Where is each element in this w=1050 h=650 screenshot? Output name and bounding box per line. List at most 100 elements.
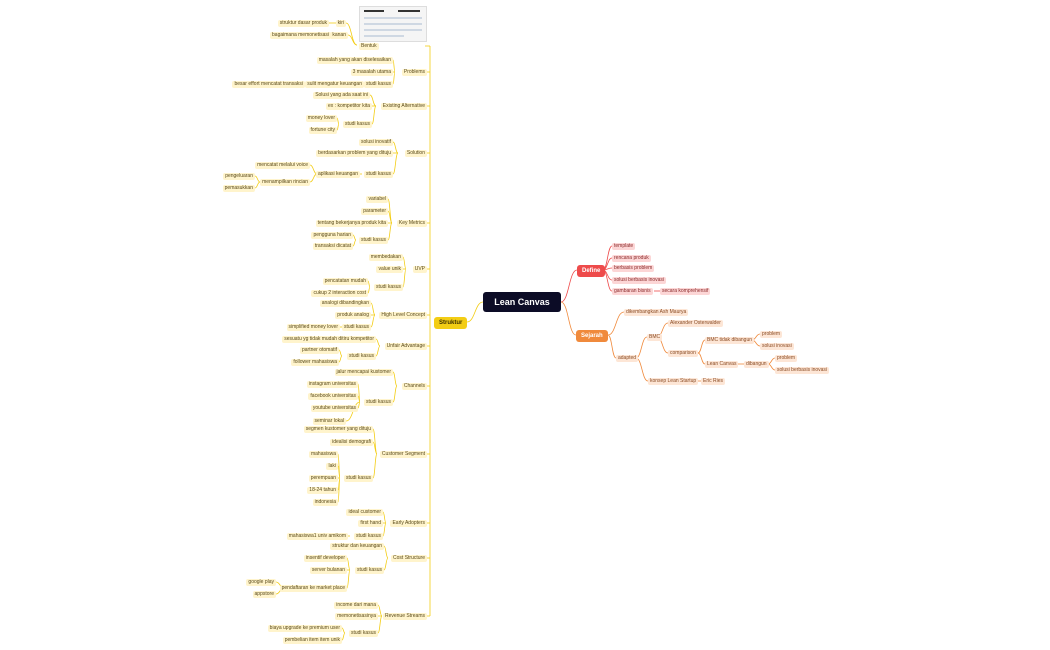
struktur-item[interactable]: pengeluaran: [223, 173, 255, 180]
struktur-item[interactable]: ex : kompetitor kita: [326, 103, 372, 110]
define-item[interactable]: rencana produk: [612, 255, 651, 262]
sejarah-item[interactable]: problem: [760, 331, 783, 338]
struktur-item[interactable]: ideal customer: [346, 509, 383, 516]
struktur-item[interactable]: indonesia: [312, 499, 338, 506]
branch-sejarah[interactable]: Sejarah: [576, 330, 608, 342]
define-item[interactable]: secara komprehensif: [660, 288, 711, 295]
struktur-item[interactable]: solusi inovatif: [358, 139, 393, 146]
struktur-item[interactable]: bagaimana memonetisasi: [270, 32, 331, 39]
struktur-item[interactable]: masalah yang akan diselesaikan: [316, 57, 393, 64]
struktur-item[interactable]: menampilkan rincian: [260, 179, 310, 186]
struktur-item[interactable]: mahasiswa: [308, 451, 338, 458]
struktur-item[interactable]: server bulanan: [309, 567, 347, 574]
struktur-item[interactable]: studi kasus: [358, 237, 388, 244]
struktur-item[interactable]: berdasarkan problem yang dituju: [316, 150, 393, 157]
struktur-item[interactable]: sulit mengatur keuangan: [305, 81, 364, 88]
struktur-item[interactable]: studi kasus: [353, 533, 383, 540]
struktur-item[interactable]: studi kasus: [363, 399, 393, 406]
struktur-item[interactable]: segmen kustomer yang dituju: [303, 426, 373, 433]
struktur-item[interactable]: perempuan: [308, 475, 338, 482]
struktur-item[interactable]: income dari mana: [334, 602, 378, 609]
struktur-item[interactable]: simplified money lover: [286, 324, 340, 331]
sejarah-item[interactable]: Eric Ries: [701, 378, 726, 385]
struktur-item[interactable]: google play: [246, 579, 276, 586]
struktur-item[interactable]: youtube universitas: [310, 405, 358, 412]
struktur-item[interactable]: studi kasus: [363, 171, 393, 178]
struktur-item[interactable]: membedakan: [368, 254, 403, 261]
sejarah-item[interactable]: konsep Lean Startup: [648, 378, 699, 385]
struktur-item[interactable]: pemasukkan: [222, 185, 255, 192]
struktur-item[interactable]: studi kasus: [342, 121, 372, 128]
struktur-item[interactable]: appstore: [252, 591, 276, 598]
struktur-item[interactable]: studi kasus: [341, 324, 371, 331]
define-item[interactable]: solusi berbasis inovasi: [612, 277, 667, 284]
struktur-item[interactable]: seminar lokal: [312, 418, 346, 425]
struktur-item[interactable]: money lover: [305, 115, 337, 122]
category-channels[interactable]: Channels: [401, 383, 427, 390]
category-bentuk[interactable]: Bentuk: [359, 43, 379, 50]
sejarah-item[interactable]: BMC: [647, 334, 663, 341]
struktur-item[interactable]: idealisi demografi: [330, 439, 373, 446]
category-uvp[interactable]: UVP: [412, 266, 427, 273]
sejarah-item[interactable]: BMC tidak dibangun: [705, 337, 755, 344]
category-early[interactable]: Early Adopters: [390, 520, 427, 527]
branch-define[interactable]: Define: [577, 265, 606, 277]
define-item[interactable]: berbasis problem: [612, 265, 655, 272]
sejarah-item[interactable]: problem: [775, 355, 798, 362]
branch-struktur[interactable]: Struktur: [434, 317, 468, 329]
root-node[interactable]: Lean Canvas: [483, 292, 561, 312]
struktur-item[interactable]: insentif developer: [303, 555, 347, 562]
struktur-item[interactable]: mahasiswa1 univ amikom: [286, 533, 348, 540]
struktur-item[interactable]: pengguna harian: [311, 232, 353, 239]
struktur-item[interactable]: mencatat melalui voice: [255, 162, 310, 169]
struktur-item[interactable]: cukup 2 interaction cost: [311, 290, 368, 297]
struktur-item[interactable]: first hand: [358, 520, 383, 527]
category-solution[interactable]: Solution: [404, 150, 427, 157]
sejarah-item[interactable]: solusi berbasis inovasi: [775, 367, 830, 374]
struktur-item[interactable]: produk analog: [335, 312, 371, 319]
struktur-item[interactable]: pendaftaran ke market place: [279, 585, 347, 592]
struktur-item[interactable]: 18-24 tahun: [307, 487, 338, 494]
struktur-item[interactable]: studi kasus: [363, 81, 393, 88]
struktur-item[interactable]: besar effort mencatat transaksi: [232, 81, 305, 88]
struktur-item[interactable]: facebook universitas: [308, 393, 358, 400]
struktur-item[interactable]: aplikasi keuangan: [315, 171, 360, 178]
struktur-item[interactable]: 3 masalah utama: [350, 69, 393, 76]
struktur-item[interactable]: studi kasus: [373, 284, 403, 291]
category-revenue[interactable]: Revenue Streams: [382, 613, 427, 620]
sejarah-item[interactable]: Lean Canvas: [705, 361, 739, 368]
struktur-item[interactable]: follower mahasiswa: [291, 359, 339, 366]
category-problems[interactable]: Problems: [401, 69, 427, 76]
define-item[interactable]: gambaran bisnis: [612, 288, 653, 295]
sejarah-item[interactable]: adapted: [616, 355, 639, 362]
define-item[interactable]: template: [612, 243, 636, 250]
struktur-item[interactable]: pencatatan mudah: [322, 278, 368, 285]
sejarah-item[interactable]: comparison: [668, 350, 698, 357]
struktur-item[interactable]: pembelian item item unik: [282, 637, 342, 644]
category-keymetrics[interactable]: Key Metrics: [396, 220, 427, 227]
struktur-item[interactable]: analogi dibandingkan: [319, 300, 371, 307]
struktur-item[interactable]: studi kasus: [343, 475, 373, 482]
struktur-item[interactable]: transaksi dicatat: [312, 243, 353, 250]
struktur-item[interactable]: variabel: [366, 196, 388, 203]
sejarah-item[interactable]: dikembangkan Ash Maurya: [624, 309, 689, 316]
struktur-item[interactable]: laki: [326, 463, 338, 470]
struktur-item[interactable]: Solusi yang ada saat ini: [313, 92, 370, 99]
struktur-item[interactable]: value unik: [376, 266, 403, 273]
category-cost[interactable]: Cost Structure: [391, 555, 427, 562]
struktur-item[interactable]: struktur dasar produk: [277, 20, 329, 27]
category-segment[interactable]: Customer Segment: [379, 451, 427, 458]
struktur-item[interactable]: tentang bekerjanya produk kita: [315, 220, 388, 227]
struktur-item[interactable]: partner otomatif: [299, 347, 339, 354]
struktur-item[interactable]: biaya upgrade ke premium user: [267, 625, 342, 632]
sejarah-item[interactable]: solusi inovasi: [760, 343, 794, 350]
category-unfair[interactable]: Unfair Advantage: [384, 343, 427, 350]
struktur-item[interactable]: fortune city: [308, 127, 337, 134]
struktur-item[interactable]: memonetisasinya: [335, 613, 378, 620]
sejarah-item[interactable]: Alexander Osterwalder: [668, 320, 723, 327]
struktur-item[interactable]: studi kasus: [348, 630, 378, 637]
struktur-item[interactable]: parameter: [361, 208, 388, 215]
category-existing[interactable]: Existing Alternative: [380, 103, 427, 110]
struktur-item[interactable]: sesuatu yg tidak mudah ditiru kompetitor: [282, 336, 376, 343]
sejarah-item[interactable]: dibangun: [744, 361, 769, 368]
